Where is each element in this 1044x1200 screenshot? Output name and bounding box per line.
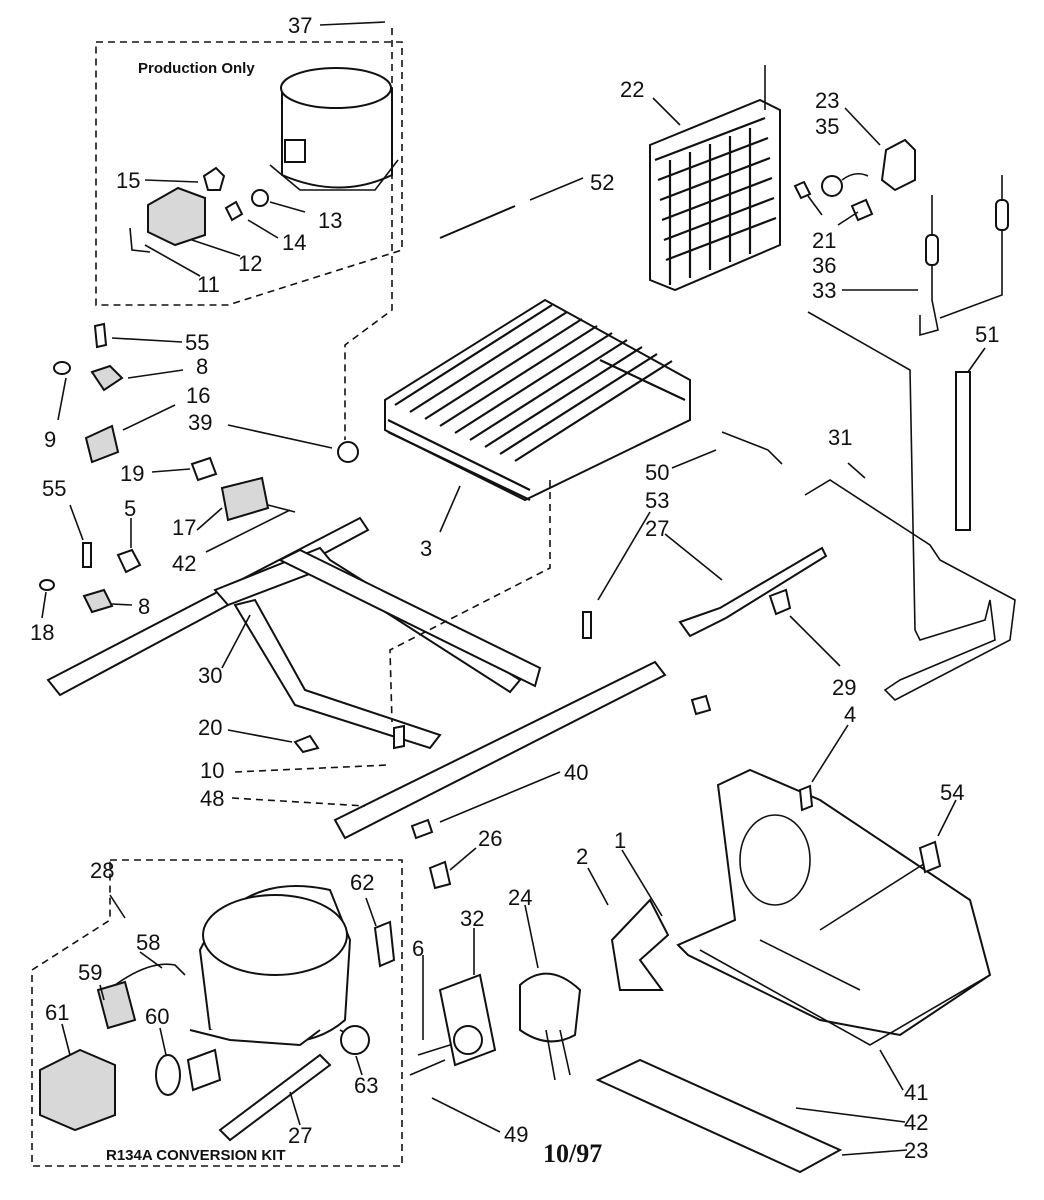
part-label: 27: [288, 1123, 312, 1148]
part-label: 22: [620, 77, 644, 102]
part-label: 4: [844, 702, 856, 727]
part-label: 18: [30, 620, 54, 645]
part-label: 42: [172, 551, 196, 576]
part-label: 63: [354, 1073, 378, 1098]
condenser-fan-motor: [409, 860, 670, 1081]
thermostat-bracket: [793, 138, 916, 222]
conversion-kit-box: R134A CONVERSION KIT: [31, 859, 403, 1167]
condenser-coil: [384, 298, 691, 502]
part-label: 9: [44, 427, 56, 452]
machine-compartment-base: [595, 768, 992, 1174]
part-number-labels: 37 22 23 35 52 15 13 14 12 11 21 36 33 5…: [30, 13, 999, 1163]
part-label: 2: [576, 844, 588, 869]
part-label: 42: [904, 1110, 928, 1135]
part-label: 59: [78, 960, 102, 985]
left-small-parts: [39, 322, 359, 614]
filter-drier: [582, 431, 828, 639]
part-label: 8: [138, 594, 150, 619]
part-label: 48: [200, 786, 224, 811]
production-only-box: Production Only: [95, 41, 403, 306]
part-label: 6: [412, 936, 424, 961]
part-label: 1: [614, 828, 626, 853]
part-label: 61: [45, 1000, 69, 1025]
part-label: 27: [645, 516, 669, 541]
part-label: 51: [975, 322, 999, 347]
part-label: 17: [172, 515, 196, 540]
part-label: 11: [197, 272, 220, 297]
base-rails: [46, 516, 712, 840]
conversion-compressor: [39, 885, 396, 1142]
part-label: 35: [815, 114, 839, 139]
part-label: 23: [815, 88, 839, 113]
part-label: 8: [196, 354, 208, 379]
part-label: 52: [590, 170, 614, 195]
part-label: 33: [812, 278, 836, 303]
part-label: 39: [188, 410, 212, 435]
part-label: 53: [645, 488, 669, 513]
part-label: 13: [318, 208, 342, 233]
part-label: 10: [200, 758, 224, 783]
part-label: 37: [288, 13, 312, 38]
part-label: 41: [904, 1080, 928, 1105]
part-label: 40: [564, 760, 588, 785]
part-label: 20: [198, 715, 222, 740]
part-label: 24: [508, 885, 532, 910]
evaporator-coil: [649, 65, 781, 292]
part-label: 31: [828, 425, 852, 450]
part-label: 55: [185, 330, 209, 355]
part-label: 15: [116, 168, 140, 193]
part-label: 21: [812, 228, 836, 253]
part-label: 54: [940, 780, 964, 805]
production-relay: [129, 166, 244, 253]
part-label: 14: [282, 230, 306, 255]
part-label: 55: [42, 476, 66, 501]
part-label: 50: [645, 460, 669, 485]
part-label: 23: [904, 1138, 928, 1163]
part-label: 28: [90, 858, 114, 883]
part-label: 49: [504, 1122, 528, 1147]
leader-lines: [41, 21, 986, 1156]
part-label: 3: [420, 536, 432, 561]
part-label: 5: [124, 496, 136, 521]
production-only-caption: Production Only: [138, 60, 255, 77]
part-label: 36: [812, 253, 836, 278]
part-label: 58: [136, 930, 160, 955]
part-label: 62: [350, 870, 374, 895]
capillary-tubes: [804, 175, 1016, 701]
production-compressor: [251, 67, 399, 207]
part-label: 60: [145, 1004, 169, 1029]
part-label: 16: [186, 383, 210, 408]
part-label: 26: [478, 826, 502, 851]
date-code: 10/97: [543, 1139, 602, 1168]
part-label: 32: [460, 906, 484, 931]
part-label: 12: [238, 251, 262, 276]
part-label: 29: [832, 675, 856, 700]
part-label: 19: [120, 461, 144, 486]
conversion-kit-caption: R134A CONVERSION KIT: [106, 1147, 285, 1164]
part-label: 30: [198, 663, 222, 688]
